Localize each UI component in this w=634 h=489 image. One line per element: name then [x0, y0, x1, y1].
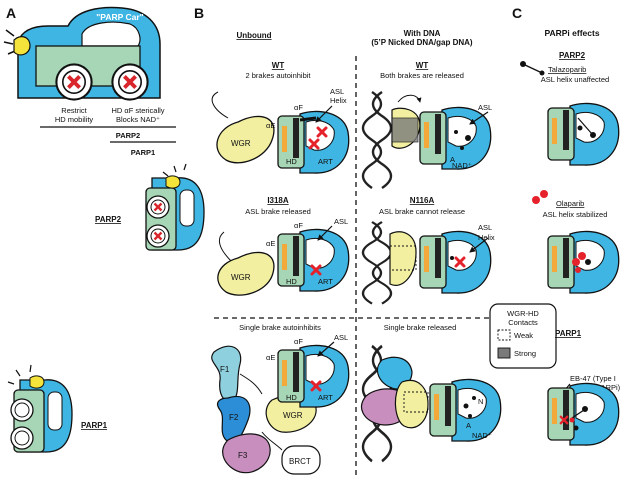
n116a-asl: ASL [478, 223, 492, 232]
p1-f1: F1 [220, 365, 230, 374]
wt-unbound-diagram [211, 91, 350, 174]
parp2-olaparib-diagram [547, 230, 620, 294]
parp-car [3, 6, 161, 102]
legend-weak-swatch [497, 329, 511, 341]
p1-dna-n: N [478, 397, 483, 406]
wt-dna-asl: ASL [478, 103, 492, 112]
wt-alpha-e: αE [266, 121, 275, 130]
i318a-diagram [217, 225, 350, 296]
c-parp1: PARP1 [555, 329, 582, 338]
i318a-wgr: WGR [231, 273, 251, 282]
i318a-art: ART [318, 277, 333, 286]
wt-art: ART [318, 157, 333, 166]
p1-asl: ASL [334, 333, 348, 342]
olaparib-icon [532, 190, 548, 204]
car-wheel-front-icon [54, 62, 94, 102]
car-wheel-rear-icon [110, 62, 150, 102]
p1-f3: F3 [238, 451, 248, 460]
i318a-alpha-e: αE [266, 239, 275, 248]
c-ola-effect: ASL helix stabilized [543, 210, 608, 219]
p1-brct: BRCT [289, 457, 311, 466]
parp2-car [145, 163, 205, 251]
n116a-sub: ASL brake cannot release [379, 207, 465, 216]
wt-dna-a: A [450, 155, 455, 164]
n116a-diagram [361, 220, 492, 305]
wt-dna-sub: Both brakes are released [380, 71, 464, 80]
p1-art: ART [318, 393, 333, 402]
legend-weak: Weak [514, 331, 533, 340]
i318a-sub: ASL brake released [245, 207, 311, 216]
wt-dna-title: WT [416, 61, 429, 70]
legend-strong-swatch [497, 347, 511, 359]
wt-helix: Helix [330, 96, 347, 105]
p1-hd: HD [286, 393, 297, 402]
p1-f2: F2 [229, 413, 239, 422]
i318a-hd: HD [286, 277, 297, 286]
parp1-caption: PARP1 [131, 148, 155, 157]
n116a-title: N116A [410, 196, 435, 205]
talazoparib-icon [520, 61, 545, 76]
legend-strong: Strong [514, 349, 536, 358]
panel-label-c: C [512, 5, 522, 21]
wt-title: WT [272, 61, 285, 70]
blocks-line1: HD αF sterically [111, 106, 164, 115]
wt-asl: ASL [330, 87, 344, 96]
single-auto: Single brake autoinhibits [239, 323, 321, 332]
p1-wgr: WGR [283, 411, 303, 420]
parp1-eb47-diagram [547, 382, 620, 446]
parp2-caption: PARP2 [116, 131, 140, 140]
parp1-car [7, 364, 73, 453]
parp1-side-label: PARP1 [81, 421, 108, 430]
c-talazoparib: Talazoparib [548, 65, 586, 74]
c-eb47-line1: EB-47 (Type I [570, 374, 616, 383]
contacts-legend [489, 303, 557, 369]
wt-dna-nad: NAD⁺ [452, 161, 472, 170]
p1-dna-a: A [466, 421, 471, 430]
i318a-alpha-f: αF [294, 221, 303, 230]
blocks-line2: Blocks NAD⁺ [116, 115, 160, 124]
n116a-helix: Helix [478, 233, 495, 242]
wt-alpha-f: αF [294, 103, 303, 112]
panel-label-a: A [6, 5, 16, 21]
parp2-side-label: PARP2 [95, 215, 122, 224]
restrict-line1: Restrict [61, 106, 87, 115]
col-dna-line1: With DNA [404, 29, 441, 38]
col-unbound: Unbound [236, 31, 271, 40]
p1-dna-nad: NAD⁺ [472, 431, 492, 440]
c-title: PARPi effects [544, 28, 599, 38]
c-parp2: PARP2 [559, 51, 586, 60]
parp1-dna-diagram [361, 344, 502, 463]
legend-title1: WGR-HD [507, 309, 539, 318]
restrict-line2: HD mobility [55, 115, 94, 124]
car-label: "PARP Car" [96, 12, 143, 22]
c-tala-effect: ASL helix unaffected [541, 75, 609, 84]
wt-hd: HD [286, 157, 297, 166]
legend-title2: Contacts [508, 318, 538, 327]
single-rel: Single brake released [384, 323, 457, 332]
parp1-unbound-diagram [211, 341, 350, 475]
wt-sub: 2 brakes autoinhibit [245, 71, 311, 80]
c-olaparib: Olaparib [556, 199, 584, 208]
i318a-asl: ASL [334, 217, 348, 226]
col-dna-line2: (5’P Nicked DNA/gap DNA) [371, 38, 473, 47]
i318a-title: I318A [267, 196, 289, 205]
p1-alpha-f: αF [294, 337, 303, 346]
wt-wgr: WGR [231, 139, 251, 148]
panel-label-b: B [194, 5, 204, 21]
parp2-talazoparib-diagram [547, 102, 620, 166]
p1-alpha-e: αE [266, 353, 275, 362]
wt-dna-diagram [361, 90, 492, 190]
